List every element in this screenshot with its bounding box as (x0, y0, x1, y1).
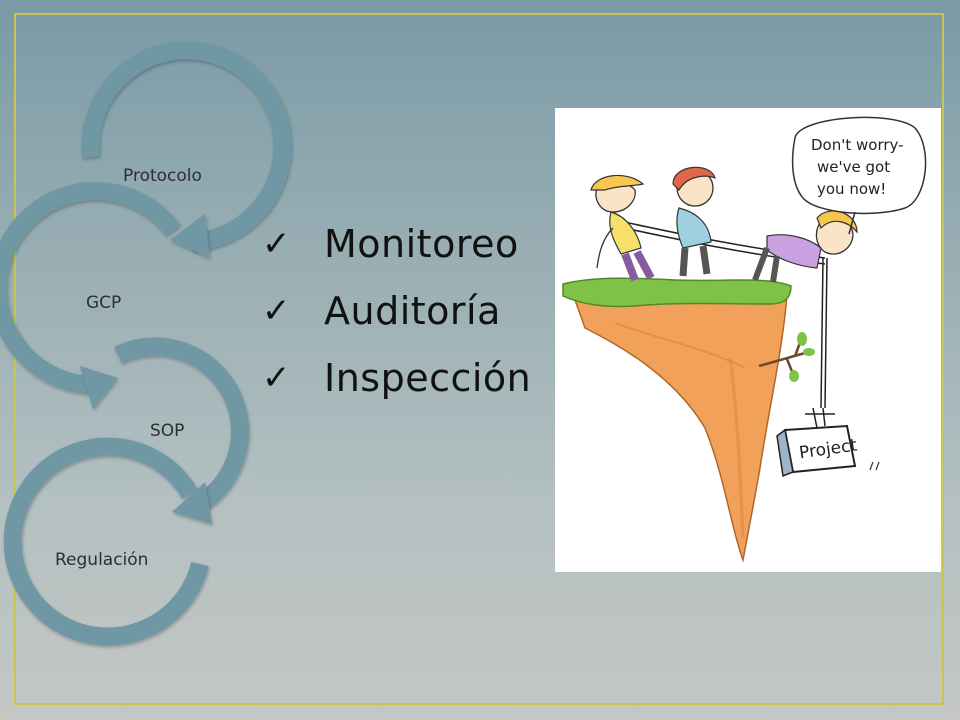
cycle-arrowhead-1 (170, 214, 210, 258)
slide-frame (14, 13, 944, 705)
cycle-step-regulacion: Regulación (55, 550, 149, 570)
cycle-arrowhead-2 (80, 366, 118, 409)
cliff-cartoon-image: Project Don't worry- we've got you now! (555, 108, 941, 572)
cartoon-person-blonde (590, 174, 655, 282)
cycle-arrowhead-3 (172, 482, 212, 524)
cycle-arc-gcp (0, 182, 181, 394)
speech-line-1: Don't worry- (811, 136, 904, 154)
cliff-grass (562, 277, 792, 308)
checklist-item: ✓ Monitoreo (262, 210, 531, 277)
check-icon: ✓ (262, 223, 291, 264)
cycle-step-sop: SOP (150, 421, 185, 441)
project-box: Project (776, 407, 859, 478)
cycle-arc-sop (114, 337, 249, 517)
cliff-dirt (568, 284, 788, 563)
cycle-arc-regulacion (3, 437, 209, 646)
cycle-arc-protocolo (81, 41, 292, 251)
cycle-step-protocolo: Protocolo (123, 166, 202, 186)
speech-line-3: you now! (817, 180, 886, 198)
checklist-item-label: Inspección (324, 355, 532, 400)
checklist: ✓ Monitoreo ✓ Auditoría ✓ Inspección (262, 210, 531, 411)
checklist-item: ✓ Inspección (262, 344, 531, 411)
cartoon-person-redhead (672, 166, 716, 277)
check-icon: ✓ (262, 357, 291, 398)
cartoon-person-leaning (752, 210, 858, 283)
check-icon: ✓ (262, 290, 291, 331)
checklist-item: ✓ Auditoría (262, 277, 531, 344)
cycle-step-gcp: GCP (86, 293, 122, 313)
speech-line-2: we've got (817, 158, 890, 176)
checklist-item-label: Monitoreo (324, 221, 519, 266)
checklist-item-label: Auditoría (324, 288, 501, 333)
speech-bubble: Don't worry- we've got you now! (791, 116, 927, 235)
